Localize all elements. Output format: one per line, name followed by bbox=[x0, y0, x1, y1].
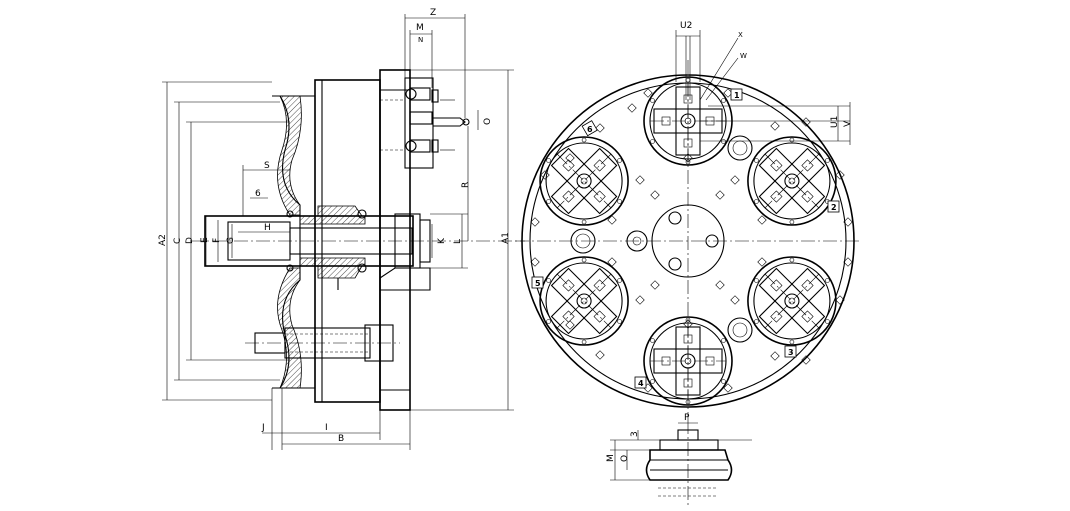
dim-a1-label: A1 bbox=[501, 232, 511, 244]
station-number-1: 1 bbox=[734, 91, 740, 100]
mounting-hole bbox=[683, 153, 693, 163]
mounting-hole bbox=[540, 170, 550, 180]
chuck-station bbox=[747, 136, 837, 226]
dim-k-label: K bbox=[437, 237, 447, 244]
dim-b-label: B bbox=[338, 434, 344, 444]
dim-s-label: S bbox=[264, 161, 270, 171]
mounting-hole bbox=[770, 121, 780, 131]
mounting-hole bbox=[715, 280, 725, 290]
station-number-4: 4 bbox=[638, 379, 644, 388]
mounting-hole bbox=[801, 117, 811, 127]
mounting-hole bbox=[595, 123, 605, 133]
mounting-hole bbox=[607, 215, 617, 225]
dim-f-label: F bbox=[212, 238, 222, 243]
mounting-hole bbox=[683, 319, 693, 329]
dim-o-label: O bbox=[483, 118, 493, 125]
mounting-hole bbox=[650, 280, 660, 290]
dim-g-label: G bbox=[226, 237, 236, 244]
mounting-hole bbox=[635, 295, 645, 305]
dim-p-label: P bbox=[684, 413, 690, 423]
dim-r-label: R bbox=[461, 182, 471, 188]
mounting-hole bbox=[565, 320, 575, 330]
mounting-hole bbox=[730, 295, 740, 305]
dim-n-label: N bbox=[418, 36, 423, 44]
station-number-6: 6 bbox=[587, 125, 593, 134]
mounting-hole bbox=[835, 295, 845, 305]
mounting-hole bbox=[643, 88, 653, 98]
mounting-hole bbox=[607, 257, 617, 267]
chuck-station bbox=[539, 256, 629, 346]
dim-3-label: 3 bbox=[630, 431, 640, 437]
chuck-station bbox=[643, 316, 733, 406]
dim-m-detail-label: M bbox=[606, 454, 616, 462]
dim-u2-label: U2 bbox=[680, 21, 692, 31]
dim-6-label: 6 bbox=[255, 189, 261, 199]
chuck-station bbox=[747, 256, 837, 346]
mounting-hole bbox=[730, 175, 740, 185]
dim-v-label: V bbox=[843, 120, 853, 127]
dim-m-label: M bbox=[416, 23, 424, 33]
mounting-hole bbox=[723, 88, 733, 98]
chuck-station bbox=[539, 136, 629, 226]
mounting-hole bbox=[635, 175, 645, 185]
dim-i-label: I bbox=[325, 423, 328, 433]
stations bbox=[539, 76, 837, 406]
mounting-hole bbox=[757, 257, 767, 267]
mounting-hole bbox=[530, 217, 540, 227]
detail-view: P 3 M O bbox=[606, 413, 752, 505]
dim-a2-label: A2 bbox=[158, 234, 168, 246]
dim-d-label: D bbox=[185, 237, 195, 244]
mounting-hole bbox=[530, 257, 540, 267]
station-number-2: 2 bbox=[831, 203, 837, 212]
mounting-hole bbox=[723, 383, 733, 393]
mounting-hole bbox=[715, 190, 725, 200]
dim-l-label: L bbox=[453, 239, 463, 244]
dim-c-label: C bbox=[173, 238, 183, 244]
station-number-5: 5 bbox=[535, 279, 541, 288]
station-number-3: 3 bbox=[788, 348, 794, 357]
mounting-hole bbox=[801, 355, 811, 365]
mounting-hole bbox=[835, 170, 845, 180]
dim-z-label: Z bbox=[430, 8, 436, 18]
dim-h-label: H bbox=[264, 223, 271, 233]
dim-x-label: X bbox=[738, 31, 743, 39]
mounting-hole bbox=[757, 215, 767, 225]
dim-e-label: E bbox=[200, 237, 210, 243]
dim-j-label: J bbox=[261, 423, 265, 433]
dim-w-label: W bbox=[740, 52, 747, 60]
mounting-hole bbox=[843, 217, 853, 227]
dim-o-detail-label: O bbox=[620, 455, 630, 462]
mounting-hole bbox=[770, 351, 780, 361]
mounting-hole bbox=[843, 257, 853, 267]
mounting-hole bbox=[595, 350, 605, 360]
mounting-hole bbox=[627, 103, 637, 113]
side-view: Z M N S 6 H A2 C D E F G K L A1 R O J I … bbox=[158, 8, 525, 450]
front-view: 1 2 3 4 5 6 U2 X W U1 V bbox=[515, 21, 862, 420]
mounting-hole bbox=[650, 190, 660, 200]
dim-u1-label: U1 bbox=[830, 116, 840, 128]
mounting-hole bbox=[565, 153, 575, 163]
small-holes bbox=[530, 88, 853, 393]
